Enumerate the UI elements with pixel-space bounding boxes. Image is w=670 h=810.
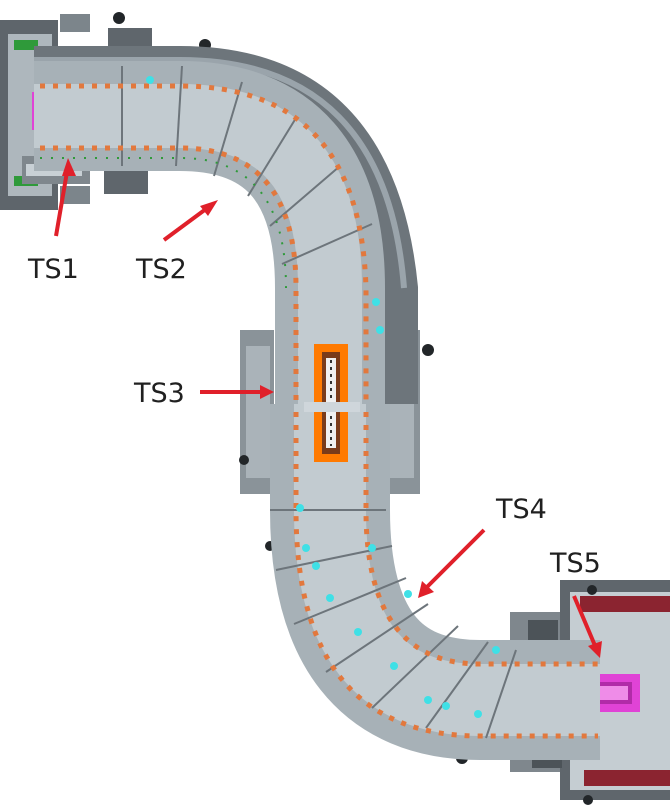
ts1-label: TS1 — [27, 254, 79, 285]
ts5-arrowhead — [588, 641, 602, 658]
ts3-ts5-cryostat-body — [270, 404, 600, 760]
ts4-arrow — [422, 528, 486, 592]
ts5-arrow — [572, 595, 598, 649]
segment-dividers — [121, 65, 517, 739]
ts4-arrowhead — [418, 581, 434, 598]
ts3-arrowhead — [260, 385, 274, 399]
ts2-coil-rings — [40, 83, 369, 404]
pointer-arrows — [54, 158, 602, 658]
ts2-label: TS2 — [135, 254, 187, 285]
ts4-label: TS4 — [495, 494, 547, 525]
ts1-ts2-cryostat-body — [34, 61, 385, 404]
ts1-arrow — [54, 165, 70, 237]
ts5-label: TS5 — [549, 548, 601, 579]
section-labels: TS1 TS2 TS3 TS4 TS5 — [27, 254, 601, 579]
ts3-label: TS3 — [133, 378, 185, 409]
ts3-collimator — [304, 344, 360, 462]
ts4-coil-rings — [293, 412, 598, 739]
cyan-markers — [146, 76, 500, 718]
ts2-arrow — [162, 204, 212, 242]
ts1-arrowhead — [62, 158, 76, 176]
ts2-arrowhead — [200, 200, 218, 216]
